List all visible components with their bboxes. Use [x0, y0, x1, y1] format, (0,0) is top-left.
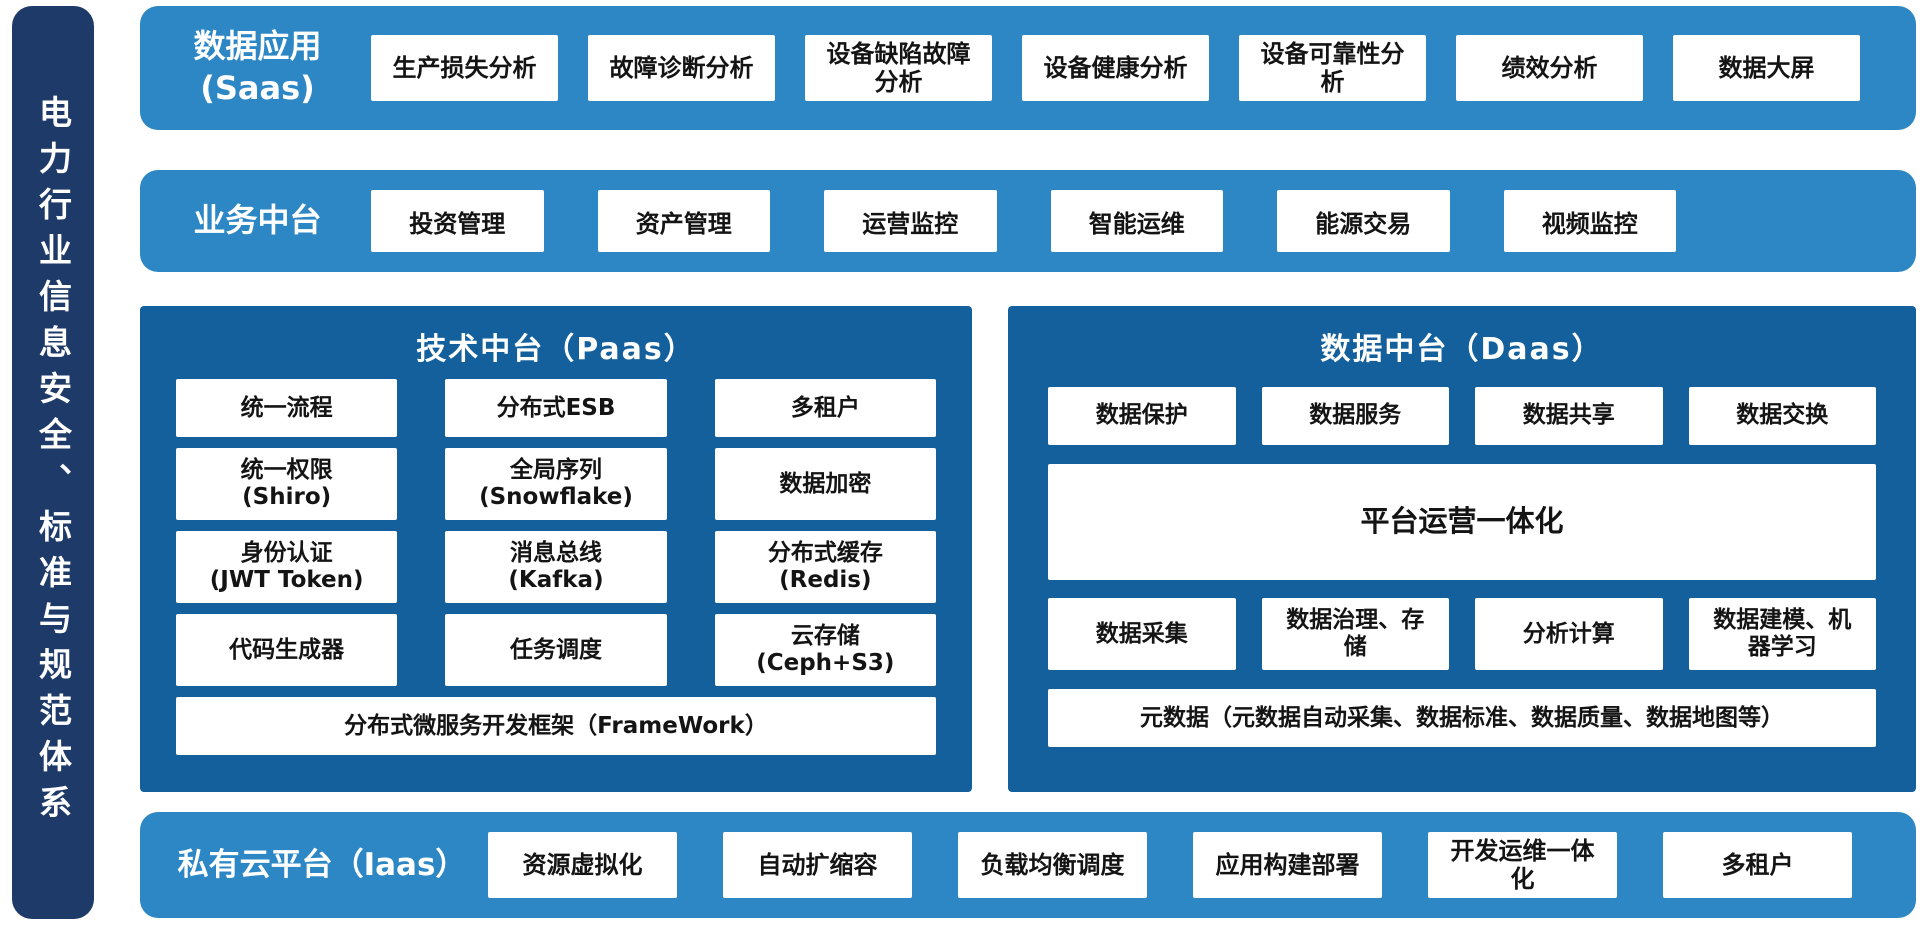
- box-identity-jwt-token: 身份认证 (JWT Token): [176, 531, 398, 603]
- box-operation-monitoring: 运营监控: [824, 190, 997, 252]
- paas-panel: 技术中台（Paas） 统一流程 分布式ESB 多租户 统一权限 (Shiro) …: [140, 306, 972, 792]
- box-load-balancing: 负载均衡调度: [958, 832, 1147, 898]
- box-devops-integration: 开发运维一体 化: [1428, 832, 1617, 898]
- daas-row-2: 数据采集 数据治理、存 储 分析计算 数据建模、机 器学习: [1048, 598, 1876, 671]
- box-data-exchange: 数据交换: [1688, 386, 1876, 445]
- business-layer-band: 业务中台 投资管理 资产管理 运营监控 智能运维 能源交易 视频监控: [140, 170, 1916, 272]
- box-data-service: 数据服务: [1261, 386, 1449, 445]
- box-distributed-esb: 分布式ESB: [445, 379, 667, 437]
- box-microservice-framework: 分布式微服务开发框架（FrameWork）: [176, 697, 936, 755]
- paas-panel-title: 技术中台（Paas）: [416, 332, 696, 367]
- paas-panel-body: 统一流程 分布式ESB 多租户 统一权限 (Shiro) 全局序列 (Snowf…: [176, 368, 936, 766]
- box-data-sharing: 数据共享: [1475, 386, 1663, 445]
- box-equipment-reliability-analysis: 设备可靠性分 析: [1239, 35, 1426, 101]
- box-analysis-computing: 分析计算: [1475, 598, 1663, 671]
- saas-items: 生产损失分析 故障诊断分析 设备缺陷故障 分析 设备健康分析 设备可靠性分 析 …: [371, 35, 1860, 101]
- box-unified-auth-shiro: 统一权限 (Shiro): [176, 448, 398, 520]
- box-asset-management: 资产管理: [597, 190, 770, 252]
- box-data-protection: 数据保护: [1048, 386, 1236, 445]
- box-task-scheduler: 任务调度: [445, 614, 667, 686]
- iaas-layer-band: 私有云平台（Iaas） 资源虚拟化 自动扩缩容 负载均衡调度 应用构建部署 开发…: [140, 812, 1916, 918]
- box-distributed-cache-redis: 分布式缓存 (Redis): [714, 531, 936, 603]
- box-performance-analysis: 绩效分析: [1456, 35, 1643, 101]
- paas-row-3: 身份认证 (JWT Token) 消息总线 (Kafka) 分布式缓存 (Red…: [176, 531, 936, 603]
- box-multi-tenant-iaas: 多租户: [1663, 832, 1852, 898]
- business-layer-label: 业务中台: [193, 201, 322, 240]
- box-resource-virtualization: 资源虚拟化: [488, 832, 677, 898]
- box-production-loss-analysis: 生产损失分析: [371, 35, 558, 101]
- box-data-governance-storage: 数据治理、存 储: [1261, 598, 1449, 671]
- iaas-items: 资源虚拟化 自动扩缩容 负载均衡调度 应用构建部署 开发运维一体 化 多租户: [488, 832, 1852, 898]
- box-cloud-storage-ceph-s3: 云存储 (Ceph+S3): [714, 614, 936, 686]
- box-investment-management: 投资管理: [371, 190, 544, 252]
- box-message-bus-kafka: 消息总线 (Kafka): [445, 531, 667, 603]
- daas-panel-title: 数据中台（Daas）: [1320, 332, 1604, 367]
- box-unified-process: 统一流程: [176, 379, 398, 437]
- box-app-build-deploy: 应用构建部署: [1193, 832, 1382, 898]
- box-multi-tenant: 多租户: [714, 379, 936, 437]
- daas-panel: 数据中台（Daas） 数据保护 数据服务 数据共享 数据交换 平台运营一体化 数…: [1008, 306, 1916, 792]
- box-fault-diagnosis-analysis: 故障诊断分析: [588, 35, 775, 101]
- box-metadata: 元数据（元数据自动采集、数据标准、数据质量、数据地图等）: [1048, 689, 1876, 748]
- paas-row-footer: 分布式微服务开发框架（FrameWork）: [176, 697, 936, 755]
- box-auto-scaling: 自动扩缩容: [723, 832, 912, 898]
- paas-row-2: 统一权限 (Shiro) 全局序列 (Snowflake) 数据加密: [176, 448, 936, 520]
- iaas-layer-label: 私有云平台（Iaas）: [177, 846, 467, 883]
- box-video-monitoring: 视频监控: [1503, 190, 1676, 252]
- box-equipment-defect-fault-analysis: 设备缺陷故障 分析: [805, 35, 992, 101]
- daas-panel-body: 数据保护 数据服务 数据共享 数据交换 平台运营一体化 数据采集 数据治理、存 …: [1048, 368, 1876, 766]
- paas-row-1: 统一流程 分布式ESB 多租户: [176, 379, 936, 437]
- box-data-modeling-machine-learning: 数据建模、机 器学习: [1688, 598, 1876, 671]
- box-global-sequence-snowflake: 全局序列 (Snowflake): [445, 448, 667, 520]
- vertical-title: 电力行业信息安全、标准与规范体系: [33, 94, 73, 831]
- saas-layer-band: 数据应用 (Saas) 生产损失分析 故障诊断分析 设备缺陷故障 分析 设备健康…: [140, 6, 1916, 130]
- box-equipment-health-analysis: 设备健康分析: [1022, 35, 1209, 101]
- box-intelligent-operation: 智能运维: [1050, 190, 1223, 252]
- box-data-encryption: 数据加密: [714, 448, 936, 520]
- paas-row-4: 代码生成器 任务调度 云存储 (Ceph+S3): [176, 614, 936, 686]
- daas-row-center: 平台运营一体化: [1048, 463, 1876, 580]
- daas-row-footer: 元数据（元数据自动采集、数据标准、数据质量、数据地图等）: [1048, 689, 1876, 748]
- business-items: 投资管理 资产管理 运营监控 智能运维 能源交易 视频监控: [371, 190, 1676, 252]
- daas-row-1: 数据保护 数据服务 数据共享 数据交换: [1048, 386, 1876, 445]
- left-title-bar: 电力行业信息安全、标准与规范体系: [12, 6, 94, 919]
- box-energy-trading: 能源交易: [1277, 190, 1450, 252]
- box-data-collection: 数据采集: [1048, 598, 1236, 671]
- saas-layer-label: 数据应用 (Saas): [193, 27, 322, 107]
- box-platform-operation-integration: 平台运营一体化: [1048, 463, 1876, 580]
- box-data-dashboard: 数据大屏: [1673, 35, 1860, 101]
- box-code-generator: 代码生成器: [176, 614, 398, 686]
